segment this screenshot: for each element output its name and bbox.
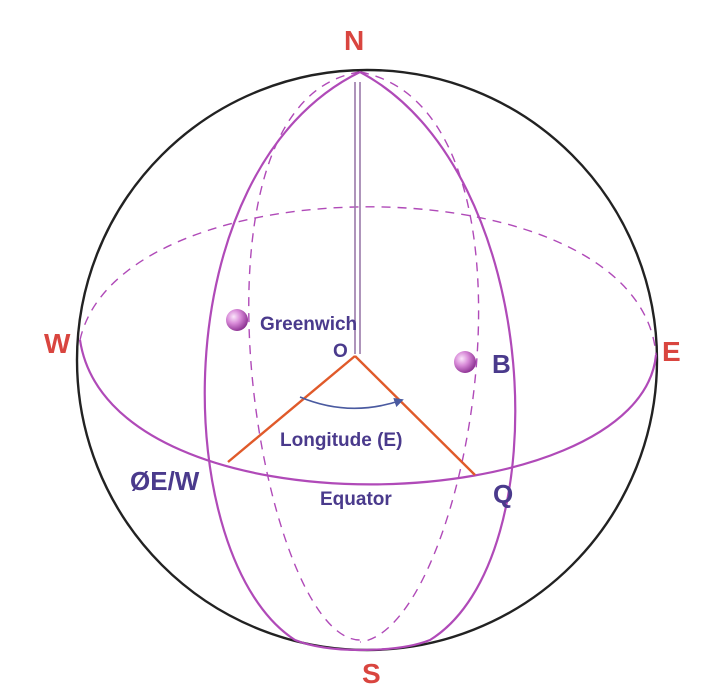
east-label: E (662, 336, 681, 367)
radius-lines (227, 355, 476, 476)
greenwich-meridian (203, 71, 361, 652)
equator-front-arc (78, 339, 658, 486)
point-q-label: Q (493, 479, 513, 509)
equator-back-arc (79, 206, 657, 356)
meridian-b-back-arc (359, 71, 480, 643)
radius-to-q (354, 355, 476, 476)
greenwich-back-arc (248, 71, 361, 641)
point-b-label: B (492, 349, 511, 379)
radius-to-zero-meridian (227, 355, 356, 463)
longitude-arrow (299, 396, 404, 410)
hidden-arcs (79, 71, 657, 643)
point-b-marker (454, 351, 476, 373)
origin-label: O (333, 341, 348, 362)
polar-axis (354, 82, 361, 354)
meridian-b (359, 71, 517, 652)
greenwich-label: Greenwich (260, 314, 357, 335)
west-label: W (44, 328, 71, 359)
equator-label: Equator (320, 489, 392, 510)
longitude-label: Longitude (E) (280, 430, 402, 451)
greenwich-marker (226, 309, 248, 331)
zero-meridian-label: ØE/W (130, 466, 200, 496)
sphere-outline (75, 68, 659, 652)
visible-arcs (78, 71, 658, 652)
north-label: N (344, 25, 364, 56)
south-label: S (362, 658, 381, 689)
